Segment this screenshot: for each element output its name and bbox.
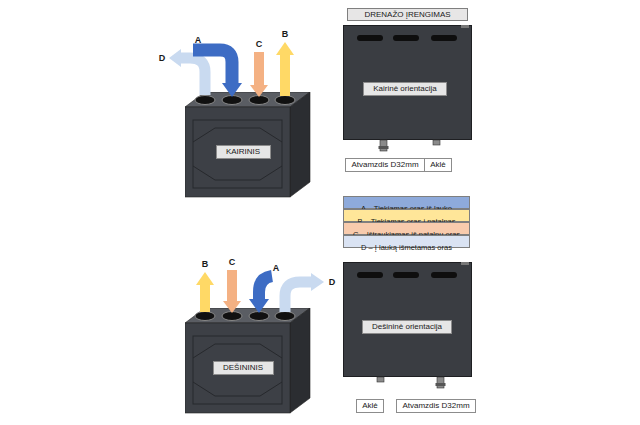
flow-letter: B [282,29,289,39]
label-box: DEŠININIS [213,361,274,375]
flow-letter: B [202,259,209,269]
label-box: Aklė [424,158,452,172]
flow-letter: C [229,257,236,267]
box-text: Dešininė orientacija [372,323,442,332]
flow-letter: C [256,39,263,49]
legend-row: C – Ištraukiamas iš patalpų oras [343,222,470,235]
flow-letter: A [195,35,202,45]
label-box: KAIRINIS [216,145,271,159]
flow-letter: D [159,53,166,63]
box-text: Atvamzdis D32mm [351,161,418,170]
title-box: DRENAŽO ĮRENGIMAS [347,8,468,21]
label-box: Aklė [356,399,384,413]
legend-row: D – Į lauką išmetamas oras [343,235,470,248]
box-text: Kairinė orientacija [373,85,437,94]
flow-letter: A [273,263,280,273]
box-text: Atvamzdis D32mm [402,402,469,411]
label-box: Atvamzdis D32mm [396,399,476,413]
legend-row: B – Tiekiamas oras į patalpas [343,209,470,222]
label-box: Atvamzdis D32mm [345,158,425,172]
label-box: Dešininė orientacija [362,320,452,334]
label-box: Kairinė orientacija [363,82,447,96]
legend-text: D – Į lauką išmetamas oras [361,243,452,252]
box-text: KAIRINIS [226,148,260,157]
legend-row: A – Tiekiamas oras iš lauko [343,196,470,209]
box-text: Aklė [362,402,378,411]
box-text: DEŠININIS [223,364,263,373]
box-text: Aklė [430,161,446,170]
flow-letter: D [329,277,336,287]
